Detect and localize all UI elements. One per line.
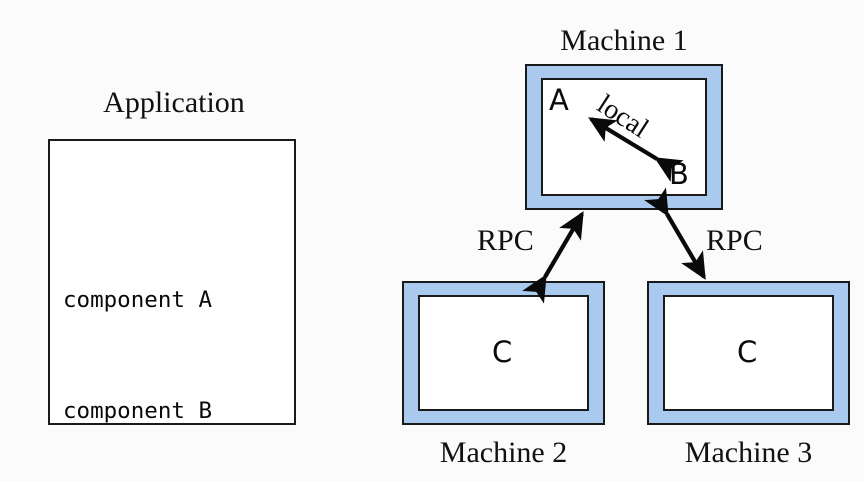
list-item: component B: [63, 398, 213, 424]
machine-1-title: Machine 1: [560, 24, 688, 57]
machine-3-inner-area: [663, 295, 834, 411]
machine-2-inner-area: [418, 295, 589, 411]
list-item: component A: [63, 287, 213, 313]
machine-1-component-a: A: [549, 83, 569, 117]
machine-3-box: [647, 281, 850, 425]
application-title: Application: [103, 86, 245, 119]
rpc-left-arrow: [522, 211, 584, 304]
machine-2-component-c: C: [492, 335, 513, 369]
machine-1-component-b: B: [669, 157, 689, 191]
application-component-list: component A component B component C: [63, 208, 212, 482]
machine-3-title: Machine 3: [684, 436, 813, 469]
rpc-left-label: RPC: [477, 224, 534, 257]
rpc-right-label: RPC: [706, 224, 763, 257]
application-box: [48, 139, 296, 425]
machine-2-title: Machine 2: [439, 436, 568, 469]
machine-2-box: [402, 281, 605, 425]
machine-3-component-c: C: [737, 335, 758, 369]
rpc-right-arrow: [644, 187, 706, 280]
